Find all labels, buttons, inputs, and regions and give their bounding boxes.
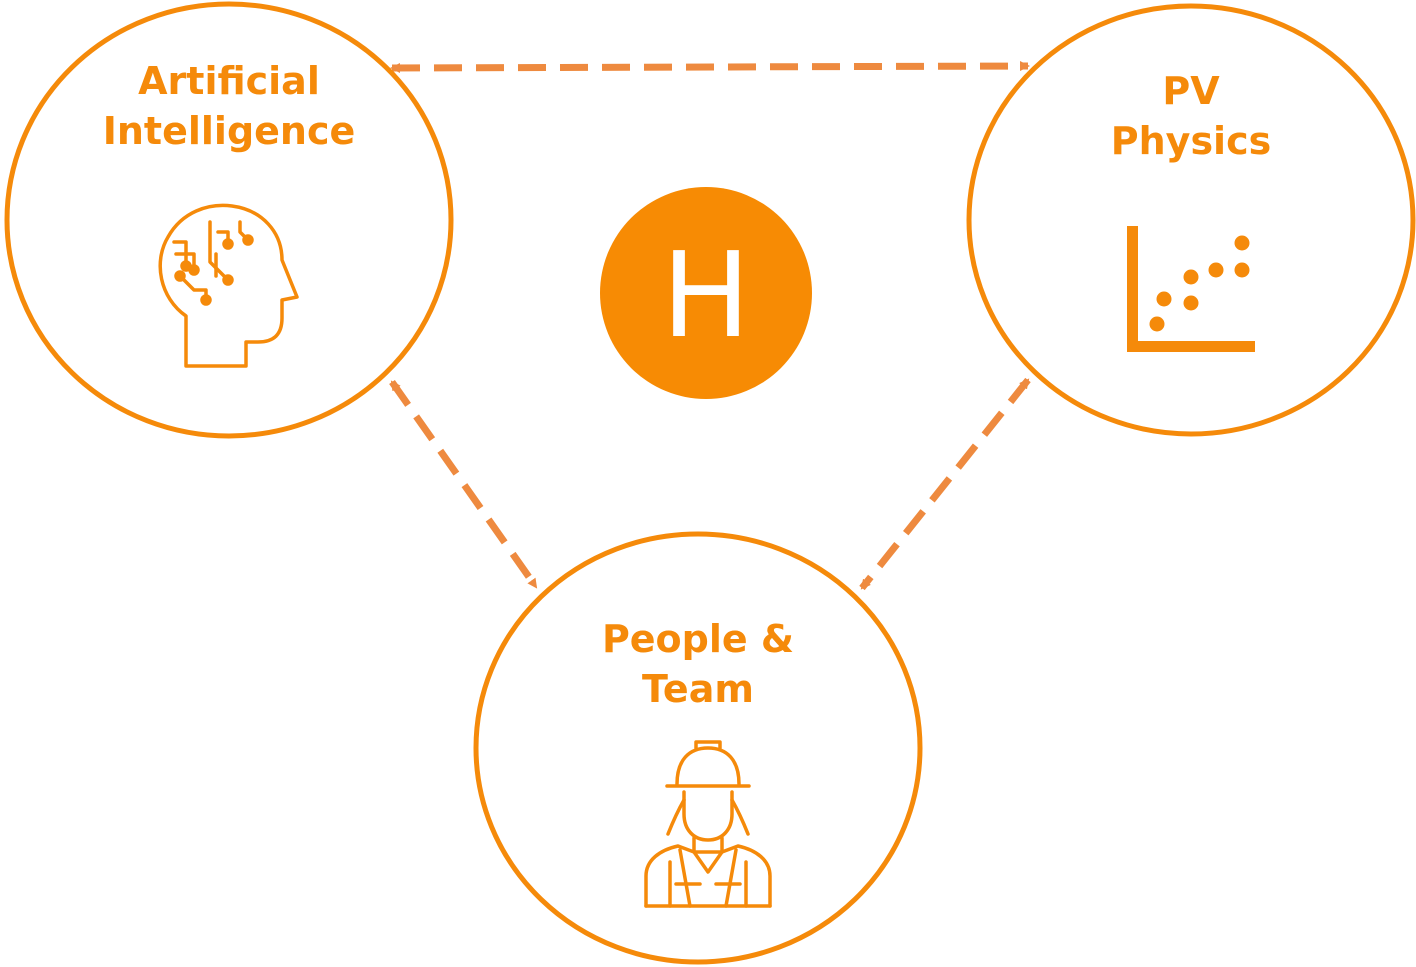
hub: H (600, 187, 812, 399)
brain-circuit-head-icon (158, 203, 299, 368)
connectors (389, 61, 1031, 591)
node-people-label-line2: Team (642, 667, 754, 711)
node-pv-label-line1: PV (1162, 69, 1220, 113)
node-people: People & Team (473, 531, 923, 965)
node-pv: PV Physics (966, 3, 1416, 437)
node-ai: Artificial Intelligence (4, 1, 454, 439)
node-ai-label-line1: Artificial (138, 59, 320, 103)
node-people-label-line1: People & (602, 617, 794, 661)
worker-hardhat-icon (644, 740, 772, 908)
connector-pv-people (859, 377, 1031, 591)
hub-letter: H (662, 226, 751, 364)
hub-circle (600, 187, 812, 399)
node-ai-circle (4, 1, 454, 439)
node-ai-label-line2: Intelligence (103, 109, 356, 153)
connector-ai-pv (390, 61, 1030, 73)
node-pv-circle (966, 3, 1416, 437)
node-pv-label-line2: Physics (1111, 119, 1271, 163)
scatter-plot-icon (1127, 226, 1255, 352)
connector-ai-people (389, 379, 539, 590)
